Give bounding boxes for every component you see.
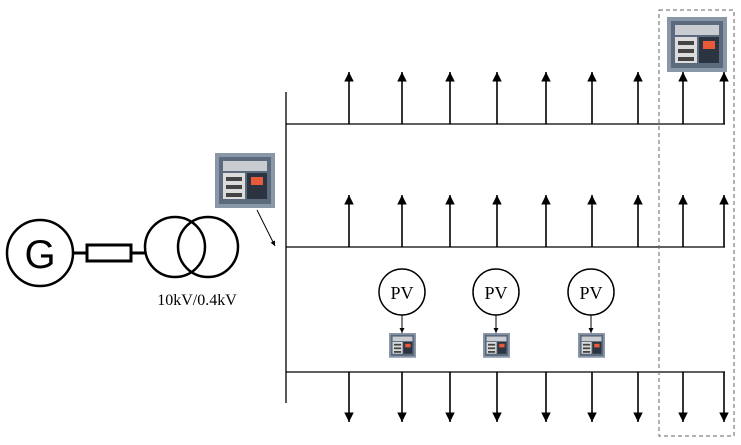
generator-symbol: G <box>24 233 55 277</box>
highlighted-section-box <box>658 9 735 437</box>
lower-feeder-loads <box>344 372 729 422</box>
section-breaker-icon <box>667 17 727 72</box>
transformer-rating-label: 10kV/0.4kV <box>157 292 237 309</box>
transformer-primary-winding <box>143 215 207 279</box>
fuse <box>85 243 133 263</box>
pv-source-3: PV <box>567 268 615 358</box>
main-breaker-pointer <box>256 209 276 247</box>
transformer-secondary-winding <box>176 215 240 279</box>
pv-label: PV <box>579 283 602 303</box>
generator: G <box>5 218 75 288</box>
pv-breaker-icon <box>483 333 510 358</box>
transformer <box>143 215 240 279</box>
upper-feeder-loads <box>344 72 729 124</box>
pv-source-1: PV <box>378 268 426 358</box>
middle-feeder-loads <box>344 195 729 247</box>
pv-label: PV <box>390 283 413 303</box>
main-breaker-icon <box>215 153 275 208</box>
pv-breaker-icon <box>578 333 605 358</box>
pv-breaker-icon <box>389 333 416 358</box>
pv-source-2: PV <box>472 268 520 358</box>
pv-label: PV <box>484 283 507 303</box>
